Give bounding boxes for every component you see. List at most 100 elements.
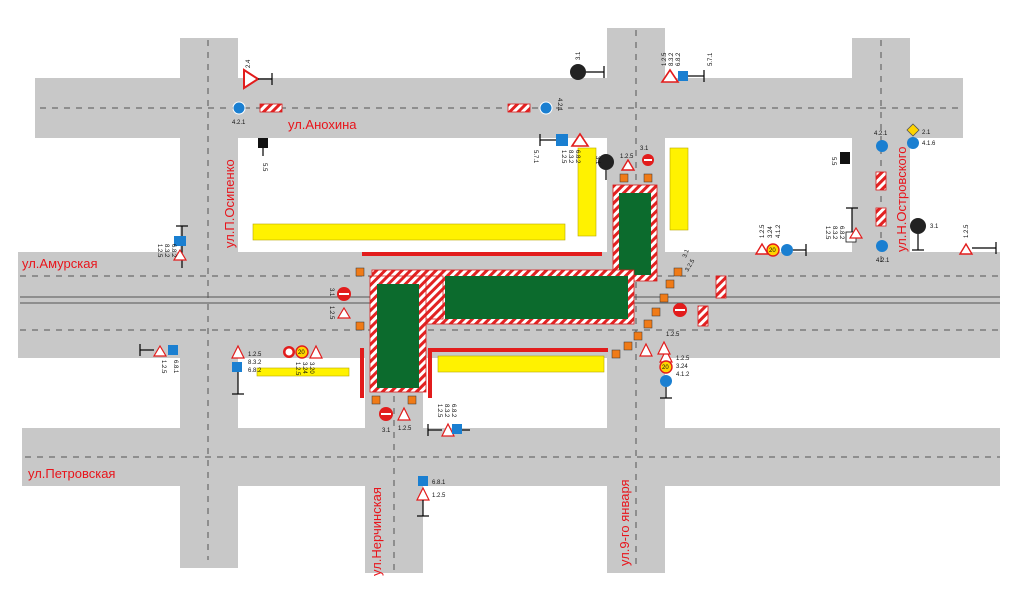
svg-text:1.2.5: 1.2.5	[328, 306, 334, 320]
barrier-vertical-left	[577, 147, 597, 237]
svg-text:1.2.5: 1.2.5	[160, 360, 166, 374]
svg-text:3.24: 3.24	[301, 362, 307, 374]
traffic-signs: 2.4 4.2.1 5.5 3.1 1.2.5 8.3.2 6.8.2 5.7.…	[139, 51, 997, 517]
svg-text:1.2.5: 1.2.5	[248, 352, 262, 358]
warning-sign-icon	[754, 242, 770, 255]
svg-text:1.2.5: 1.2.5	[560, 150, 566, 164]
svg-text:3.24: 3.24	[768, 226, 774, 238]
warning-sign-icon	[620, 158, 636, 171]
svg-text:20: 20	[662, 365, 669, 371]
main-road-sign-icon	[906, 123, 920, 137]
svg-text:8.3.2: 8.3.2	[567, 150, 573, 164]
svg-text:3.1: 3.1	[328, 288, 334, 297]
svg-text:4.1.2: 4.1.2	[776, 224, 782, 238]
speed-limit-sign-icon	[659, 360, 673, 374]
svg-text:4.2.1: 4.2.1	[556, 98, 562, 112]
dead-end-sign-icon	[168, 345, 178, 355]
svg-text:3.24: 3.24	[676, 364, 688, 370]
zone-middle	[445, 276, 628, 319]
dead-end-sign-icon	[678, 71, 688, 81]
svg-text:1.2.5: 1.2.5	[294, 362, 300, 376]
warning-sign-icon	[172, 248, 188, 261]
svg-text:6.8.2: 6.8.2	[248, 368, 262, 374]
warning-sign-icon	[231, 344, 245, 359]
label-ostrovskogo: ул.Н.Островского	[894, 147, 909, 252]
keep-right-sign-icon	[876, 240, 888, 252]
svg-text:5.5: 5.5	[830, 157, 836, 166]
svg-text:4.1.2: 4.1.2	[676, 372, 690, 378]
one-way-sign-icon	[840, 152, 850, 164]
svg-text:1.2.5: 1.2.5	[620, 154, 634, 160]
svg-text:3.20: 3.20	[308, 362, 314, 374]
svg-text:3.1: 3.1	[594, 156, 600, 165]
warning-sign-icon	[309, 344, 323, 359]
warning-sign-icon	[336, 306, 352, 319]
svg-text:1.2.5: 1.2.5	[964, 224, 970, 238]
svg-text:1.2.5: 1.2.5	[156, 244, 162, 258]
svg-text:1.2.5: 1.2.5	[676, 356, 690, 362]
keep-right-sign-icon	[232, 101, 246, 115]
dead-end-sign-icon	[174, 236, 186, 246]
label-nerchinskaya: ул.Нерчинская	[369, 487, 384, 576]
barrier-amurskaya-north	[252, 223, 566, 241]
red-fences	[360, 252, 608, 398]
svg-text:1.2.5: 1.2.5	[436, 404, 442, 418]
speed-limit-sign-icon	[766, 243, 780, 257]
direction-sign-icon	[781, 244, 793, 256]
label-anokhina: ул.Анохина	[288, 117, 357, 132]
svg-text:3.1: 3.1	[930, 224, 939, 230]
svg-text:6.8.2: 6.8.2	[676, 52, 682, 66]
svg-text:3.1: 3.1	[640, 146, 649, 152]
keep-right-sign-icon	[539, 101, 553, 115]
label-petrovskaya: ул.Петровская	[28, 466, 115, 481]
svg-text:6.8.1: 6.8.1	[432, 480, 446, 486]
svg-text:8.3.2: 8.3.2	[443, 404, 449, 418]
svg-text:1.2.5: 1.2.5	[824, 226, 830, 240]
svg-text:8.3.2: 8.3.2	[163, 244, 169, 258]
yellow-barriers	[252, 147, 689, 377]
yield-sign-icon	[243, 68, 260, 90]
svg-text:1.2.5: 1.2.5	[666, 332, 680, 338]
direction-sign-icon	[660, 375, 672, 387]
svg-text:2.4: 2.4	[246, 59, 252, 68]
no-entry-sign-icon	[598, 154, 614, 170]
street-labels: ул.Анохина ул.П.Осипенко ул.Амурская ул.…	[22, 117, 909, 576]
keep-right-sign-icon	[876, 140, 888, 152]
dead-end-sign-icon	[418, 476, 428, 486]
svg-text:8.3.2: 8.3.2	[248, 360, 262, 366]
direction-sign-icon	[907, 137, 919, 149]
dead-end-sign-icon	[232, 362, 242, 372]
cone-curve	[355, 173, 683, 405]
svg-text:20: 20	[769, 248, 776, 254]
svg-text:6.8.1: 6.8.1	[172, 360, 178, 374]
svg-text:4.1.6: 4.1.6	[922, 141, 936, 147]
svg-text:1.2.5: 1.2.5	[760, 224, 766, 238]
dead-end-sign-icon	[556, 134, 568, 146]
barrier-amurskaya-south	[437, 355, 605, 373]
svg-text:5.7.1: 5.7.1	[708, 52, 714, 66]
warning-sign-icon	[152, 344, 168, 357]
construction-zone	[259, 103, 887, 393]
svg-text:1.2.5: 1.2.5	[398, 426, 412, 432]
dead-end-sign-icon	[452, 424, 462, 434]
svg-text:3.1: 3.1	[382, 428, 391, 434]
svg-text:1.2.5: 1.2.5	[432, 493, 446, 499]
zone-west	[377, 284, 419, 388]
warning-sign-icon	[441, 422, 455, 437]
svg-text:8.3.2: 8.3.2	[831, 226, 837, 240]
svg-text:3.1: 3.1	[682, 248, 691, 259]
svg-text:6.8.2: 6.8.2	[574, 150, 580, 164]
warning-sign-icon	[958, 242, 974, 255]
warning-sign-icon	[660, 68, 680, 83]
svg-text:20: 20	[298, 350, 305, 356]
barrier-osipenko-small	[256, 367, 350, 377]
svg-text:1.2.5: 1.2.5	[662, 52, 668, 66]
barrier-vertical-right	[669, 147, 689, 231]
svg-text:5.7.1: 5.7.1	[532, 150, 538, 164]
label-osipenko: ул.П.Осипенко	[222, 159, 237, 248]
label-9-yanvarya: ул.9-го января	[617, 479, 632, 566]
svg-text:5.5: 5.5	[261, 163, 267, 172]
warning-sign-icon	[397, 406, 411, 421]
svg-text:6.8.2: 6.8.2	[170, 244, 176, 258]
